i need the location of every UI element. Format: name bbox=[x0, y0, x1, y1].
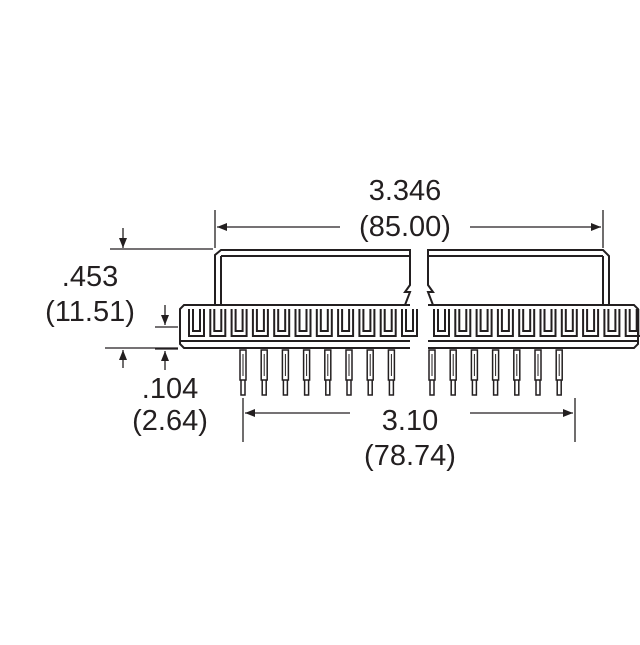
lower-band-left bbox=[179, 304, 410, 349]
contact-slot bbox=[603, 309, 621, 337]
length-inch-label: 3.346 bbox=[369, 175, 442, 207]
pin-tip bbox=[450, 380, 456, 396]
pin-span-mm-label: (78.74) bbox=[364, 440, 456, 472]
contact-slot-inner bbox=[298, 309, 308, 332]
contact-slot-inner bbox=[255, 309, 265, 332]
pin bbox=[302, 349, 311, 381]
pin-tip bbox=[556, 380, 562, 396]
pin-tip bbox=[367, 380, 373, 396]
contact-slot bbox=[251, 309, 269, 337]
contact-slot-inner bbox=[543, 309, 553, 332]
contact-slot-inner bbox=[341, 309, 351, 332]
contact-slot-inner bbox=[405, 309, 414, 332]
contact-slot bbox=[379, 309, 397, 337]
pin-tip bbox=[514, 380, 520, 396]
contact-slot-inner bbox=[628, 309, 638, 332]
pin-tip bbox=[325, 380, 331, 396]
contact-slot bbox=[560, 309, 578, 337]
pin-tip bbox=[535, 380, 541, 396]
contact-slot-inner bbox=[564, 309, 574, 332]
contact-slot bbox=[475, 309, 493, 337]
contact-slot-inner bbox=[522, 309, 532, 332]
pin-span-inch-label: 3.10 bbox=[382, 405, 438, 437]
contact-slot bbox=[188, 309, 205, 337]
contact-slot-inner bbox=[500, 309, 510, 332]
contact-slot bbox=[454, 309, 472, 337]
pin-tip bbox=[303, 380, 310, 396]
height-mm-label: (11.51) bbox=[45, 296, 135, 328]
contact-slot-inner bbox=[277, 309, 287, 332]
contact-slot bbox=[273, 309, 291, 337]
pin bbox=[260, 349, 268, 381]
contact-slot-inner bbox=[213, 309, 223, 332]
contact-slot bbox=[539, 309, 557, 337]
pin-tip bbox=[240, 380, 246, 396]
pin bbox=[470, 349, 479, 381]
upper-housing-right bbox=[426, 249, 610, 306]
contact-slot-inner bbox=[586, 309, 596, 332]
contact-slot-inner bbox=[383, 309, 393, 332]
contact-slot bbox=[230, 309, 248, 337]
pin bbox=[491, 349, 500, 381]
pin bbox=[239, 349, 247, 381]
pin bbox=[449, 349, 457, 381]
contact-slot bbox=[337, 309, 355, 337]
contact-slot bbox=[401, 309, 418, 337]
upper-housing-left bbox=[214, 249, 412, 306]
pin bbox=[555, 349, 563, 381]
contact-slot-inner bbox=[319, 309, 329, 332]
pin-offset-mm-label: (2.64) bbox=[132, 405, 208, 437]
contact-slot-inner bbox=[479, 309, 489, 332]
contact-slot-inner bbox=[607, 309, 617, 332]
pin-tip bbox=[261, 380, 267, 396]
lower-band-right bbox=[428, 304, 639, 349]
contact-slot-inner bbox=[362, 309, 372, 332]
contact-slot bbox=[433, 309, 450, 337]
pin-tip bbox=[282, 380, 289, 396]
contact-slot-inner bbox=[437, 309, 446, 332]
pin bbox=[513, 349, 521, 381]
contact-slot bbox=[294, 309, 312, 337]
length-mm-label: (85.00) bbox=[359, 211, 451, 243]
contact-slot-inner bbox=[234, 309, 244, 332]
pin bbox=[428, 349, 436, 381]
dimension-lines bbox=[105, 210, 604, 442]
pin-tip bbox=[346, 380, 352, 396]
pin-tip bbox=[492, 380, 499, 396]
pin bbox=[366, 349, 374, 381]
contact-slot bbox=[518, 309, 536, 337]
pin bbox=[324, 349, 332, 381]
pin bbox=[534, 349, 542, 381]
pin-tip bbox=[429, 380, 435, 396]
contact-slot bbox=[358, 309, 376, 337]
contact-slot bbox=[209, 309, 227, 337]
pin bbox=[387, 349, 396, 381]
pin bbox=[281, 349, 290, 381]
contact-slot bbox=[624, 309, 640, 337]
contact-slot-inner bbox=[458, 309, 468, 332]
pin-tip bbox=[471, 380, 478, 396]
pin-offset-inch-label: .104 bbox=[142, 373, 198, 405]
height-inch-label: .453 bbox=[62, 261, 118, 293]
contact-slot bbox=[315, 309, 333, 337]
pin bbox=[345, 349, 353, 381]
pin-tip bbox=[388, 380, 395, 396]
connector-body bbox=[179, 249, 640, 396]
contact-slot bbox=[582, 309, 600, 337]
contact-slot-inner bbox=[192, 309, 201, 332]
contact-slot bbox=[496, 309, 514, 337]
